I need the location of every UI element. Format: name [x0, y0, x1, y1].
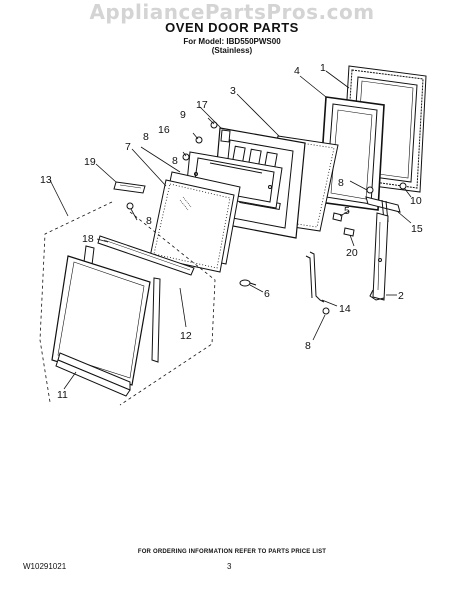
ordering-note: FOR ORDERING INFORMATION REFER TO PARTS … — [137, 549, 327, 555]
callout-label: 3 — [230, 85, 236, 97]
callout-label: 9 — [180, 109, 186, 121]
model-subtitle: For Model: IBD550PWS00 — [183, 37, 281, 46]
callout-label: 19 — [84, 156, 96, 168]
callout-label: 12 — [180, 330, 192, 342]
part-connector — [239, 279, 257, 287]
part-handle-trim — [55, 352, 131, 397]
part-clips — [332, 212, 355, 237]
document-id: W10291021 — [23, 562, 67, 571]
callout-label: 16 — [158, 124, 170, 136]
callout-label: 8 — [146, 215, 152, 227]
callout-label: 5 — [344, 205, 350, 217]
callout-label: 2 — [398, 290, 404, 302]
part-door-assembly-outline — [39, 201, 216, 406]
callout-label: 17 — [196, 99, 208, 111]
callout-label: 20 — [346, 247, 358, 259]
leader-lines — [49, 70, 412, 390]
part-hinge — [369, 212, 389, 301]
part-side-strip — [83, 245, 161, 363]
callout-label: 8 — [338, 177, 344, 189]
callout-label: 4 — [294, 65, 300, 77]
part-top-trim — [97, 235, 195, 276]
callout-label: 8 — [305, 340, 311, 352]
callout-label: 18 — [82, 233, 94, 245]
callout-label: 13 — [40, 174, 52, 186]
site-watermark: AppliancePartsPros.com — [89, 0, 375, 24]
callout-label: 7 — [125, 141, 131, 153]
callout-label: 1 — [320, 62, 326, 74]
part-glass-retainer — [113, 181, 146, 194]
part-door-panel — [51, 255, 151, 386]
part-screws — [126, 121, 407, 315]
callout-label: 8 — [172, 155, 178, 167]
page-number: 3 — [227, 562, 232, 571]
callout-label: 8 — [143, 131, 149, 143]
page-title: OVEN DOOR PARTS — [165, 20, 299, 35]
part-inner-glass — [149, 171, 241, 273]
callout-label: 6 — [264, 288, 270, 300]
variant-subtitle: (Stainless) — [211, 46, 253, 55]
part-door-rod — [305, 251, 325, 303]
callout-label: 11 — [57, 389, 68, 401]
callout-label: 14 — [339, 303, 351, 315]
callout-label: 15 — [411, 223, 423, 235]
callout-label: 10 — [410, 195, 422, 207]
